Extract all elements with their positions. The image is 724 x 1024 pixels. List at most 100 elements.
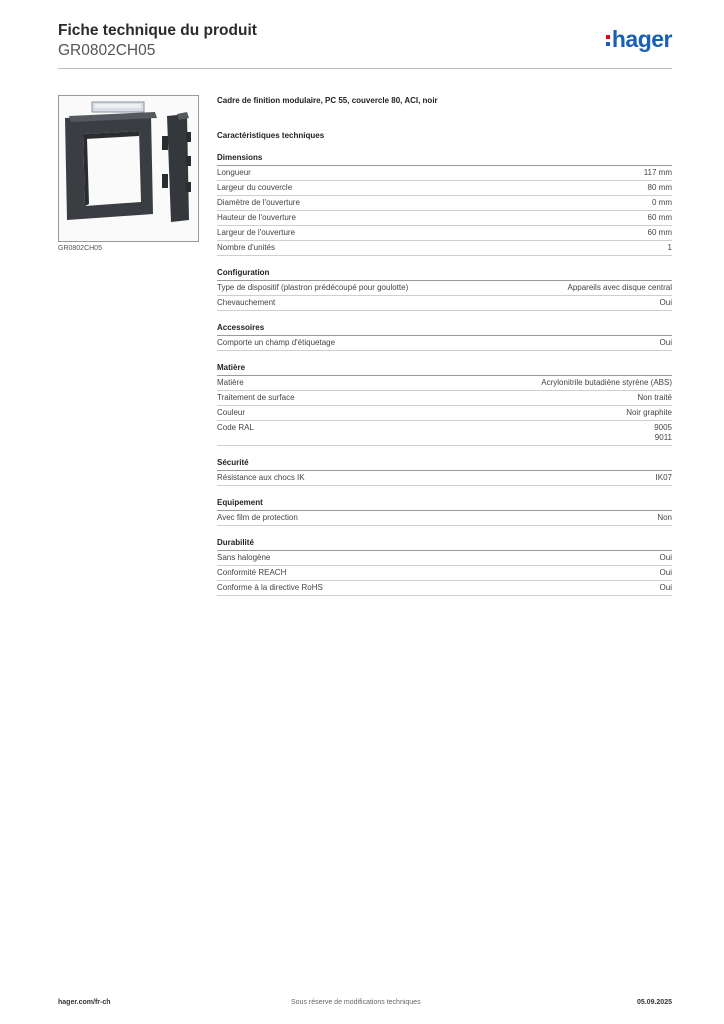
- footer-website: hager.com/fr-ch: [58, 999, 111, 1006]
- spec-label: Largeur du couvercle: [217, 183, 293, 192]
- footer-date: 05.09.2025: [636, 999, 672, 1006]
- image-caption: GR0802CH05: [58, 245, 102, 252]
- spec-value-line: Oui: [659, 553, 672, 562]
- spec-value: Acrylonitrile butadiène styrène (ABS): [541, 378, 672, 388]
- spec-value-line: Non: [657, 513, 672, 522]
- spec-label: Sans halogène: [217, 553, 271, 562]
- spec-value-line: 9005: [654, 423, 672, 432]
- spec-value-line: Oui: [659, 338, 672, 347]
- section-title: Dimensions: [217, 153, 672, 166]
- spec-label: Conforme à la directive RoHS: [217, 583, 323, 592]
- header-divider: [58, 68, 672, 69]
- page-header: Fiche technique du produit GR0802CH05 ha…: [58, 22, 674, 68]
- spec-label: Conformité REACH: [217, 568, 287, 577]
- spec-value-line: Acrylonitrile butadiène styrène (ABS): [541, 378, 672, 387]
- spec-row: Chevauchement Oui: [217, 296, 672, 311]
- spec-value-line: 117 mm: [643, 168, 672, 177]
- spec-value: Oui: [660, 338, 672, 348]
- logo-text: hager: [611, 26, 673, 52]
- spec-label: Résistance aux chocs IK: [217, 473, 305, 482]
- spec-value: Noir graphite: [626, 408, 672, 418]
- spec-value: Oui: [660, 568, 672, 578]
- product-reference: GR0802CH05: [58, 42, 156, 59]
- spec-value: Oui: [660, 553, 672, 563]
- spec-row: Sans halogène Oui: [217, 551, 672, 566]
- spec-row: Largeur du couvercle 80 mm: [217, 181, 672, 196]
- section-title: Sécurité: [217, 458, 672, 471]
- spec-row: Avec film de protection Non: [217, 511, 672, 526]
- spec-value: Non traité: [637, 393, 672, 403]
- spec-row: Comporte un champ d'étiquetage Oui: [217, 336, 672, 351]
- section-title: Accessoires: [217, 323, 672, 336]
- spec-row: Conforme à la directive RoHS Oui: [217, 581, 672, 596]
- spec-label: Couleur: [217, 408, 246, 417]
- spec-value-line: 80 mm: [647, 183, 672, 192]
- spec-value-line: Oui: [659, 298, 672, 307]
- spec-value-line: IK07: [655, 473, 672, 482]
- spec-value-line: 1: [667, 243, 672, 252]
- spec-value: IK07: [656, 473, 672, 483]
- spec-value: 60 mm: [648, 213, 672, 223]
- spec-row: Résistance aux chocs IK IK07: [217, 471, 672, 486]
- frame-product-icon: [65, 101, 191, 222]
- spec-label: Nombre d'unités: [217, 243, 275, 252]
- spec-row: Matière Acrylonitrile butadiène styrène (…: [217, 376, 672, 391]
- spec-label: Diamètre de l'ouverture: [217, 198, 300, 207]
- spec-value-line: 0 mm: [652, 198, 672, 207]
- spec-row: Hauteur de l'ouverture 60 mm: [217, 211, 672, 226]
- spec-label: Traitement de surface: [217, 393, 295, 402]
- spec-value-line: 9011: [654, 433, 672, 442]
- spec-row: Couleur Noir graphite: [217, 406, 672, 421]
- spec-row: Conformité REACH Oui: [217, 566, 672, 581]
- spec-label: Longueur: [217, 168, 251, 177]
- spec-label: Matière: [217, 378, 244, 387]
- spec-row: Diamètre de l'ouverture 0 mm: [217, 196, 672, 211]
- spec-row: Largeur de l'ouverture 60 mm: [217, 226, 672, 241]
- spec-value-line: Oui: [659, 583, 672, 592]
- spec-label: Hauteur de l'ouverture: [217, 213, 296, 222]
- section-title: Configuration: [217, 268, 672, 281]
- spec-label: Avec film de protection: [217, 513, 298, 522]
- section-title: Durabilité: [217, 538, 672, 551]
- spec-label: Comporte un champ d'étiquetage: [217, 338, 336, 347]
- spec-value-line: Non traité: [637, 393, 672, 402]
- hager-logo: hager: [605, 26, 673, 53]
- spec-label: Type de dispositif (plastron prédécoupé …: [217, 283, 409, 292]
- spec-row: Type de dispositif (plastron prédécoupé …: [217, 281, 672, 296]
- spec-value-line: Oui: [659, 568, 672, 577]
- section-title: Equipement: [217, 498, 672, 511]
- spec-value-line: Appareils avec disque central: [567, 283, 672, 292]
- footer-disclaimer: Sous réserve de modifications techniques: [291, 999, 421, 1006]
- spec-value: Oui: [660, 583, 672, 593]
- product-image: [58, 95, 199, 242]
- spec-row: Nombre d'unités 1: [217, 241, 672, 256]
- spec-value: 1: [668, 243, 672, 253]
- product-description: Cadre de finition modulaire, PC 55, couv…: [217, 96, 438, 105]
- spec-value-line: 60 mm: [647, 228, 672, 237]
- spec-value: 80 mm: [648, 183, 672, 193]
- spec-value: 0 mm: [652, 198, 672, 208]
- spec-label: Chevauchement: [217, 298, 276, 307]
- section-title: Matière: [217, 363, 672, 376]
- spec-value: 117 mm: [644, 168, 672, 178]
- spec-value: 60 mm: [648, 228, 672, 238]
- spec-label: Largeur de l'ouverture: [217, 228, 296, 237]
- logo-dots-icon: [605, 32, 610, 48]
- spec-row: Longueur 117 mm: [217, 166, 672, 181]
- spec-content: Cadre de finition modulaire, PC 55, couv…: [217, 96, 672, 596]
- spec-value: Non: [657, 513, 672, 523]
- spec-label: Code RAL: [217, 423, 254, 432]
- spec-value: Appareils avec disque central: [567, 283, 672, 293]
- spec-value-line: Noir graphite: [626, 408, 672, 417]
- spec-value: Oui: [660, 298, 672, 308]
